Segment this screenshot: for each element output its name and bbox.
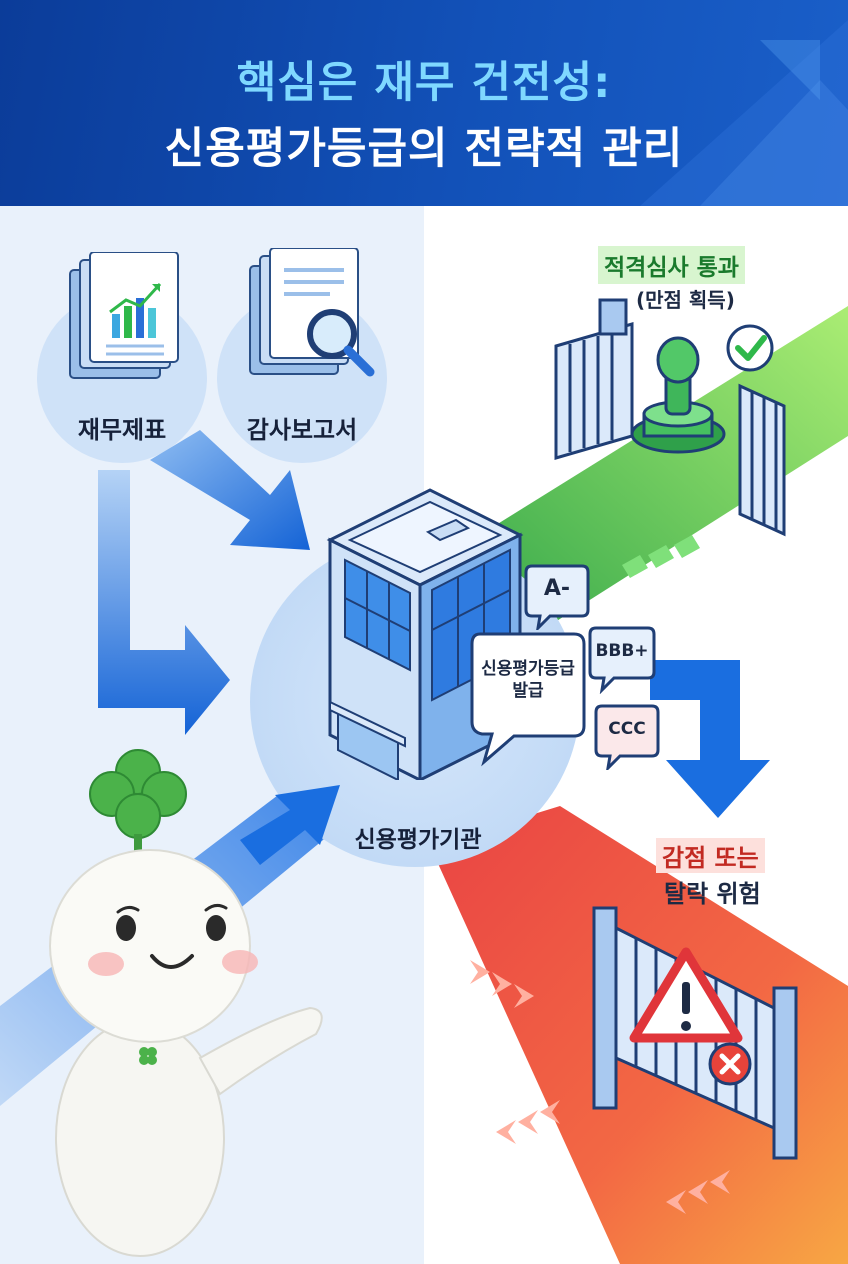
page-title-line1: 핵심은 재무 건전성: xyxy=(236,58,612,108)
rating-bbb-plus: BBB+ xyxy=(595,641,649,661)
audit-report-label: 감사보고서 xyxy=(246,416,358,444)
rating-issued-line1: 신용평가등급 xyxy=(481,659,575,679)
arrow-fs-to-agency xyxy=(98,470,230,735)
pass-subtitle: (만점 획득) xyxy=(636,288,735,312)
arrow-rating-to-fail xyxy=(650,660,770,818)
rating-bubble-ccc: CCC xyxy=(592,700,662,770)
audit-report-icon xyxy=(240,248,380,388)
fail-gate xyxy=(588,888,818,1168)
financial-statements-label: 재무제표 xyxy=(77,416,167,444)
credit-agency-label: 신용평가기관 xyxy=(354,827,482,853)
financial-statements-icon xyxy=(60,252,180,382)
rating-a-minus: A- xyxy=(543,576,571,601)
page-title-line2: 신용평가등급의 전략적 관리 xyxy=(164,124,684,174)
rating-issued-bubble: 신용평가등급 발급 xyxy=(462,622,592,772)
pass-gate xyxy=(548,296,798,546)
fail-chevrons xyxy=(470,960,730,1214)
header-decoration xyxy=(640,20,848,206)
rating-issued-line2: 발급 xyxy=(512,681,544,701)
clover-mascot xyxy=(40,738,330,1258)
rating-bubble-bbb-plus: BBB+ xyxy=(586,622,658,694)
rating-ccc: CCC xyxy=(608,719,646,739)
header-banner: 핵심은 재무 건전성: 신용평가등급의 전략적 관리 xyxy=(0,0,848,206)
fail-line1: 감점 또는 xyxy=(656,838,765,873)
pass-title: 적격심사 통과 xyxy=(598,246,745,284)
arrow-audit-to-agency xyxy=(150,430,310,550)
rating-bubble-a-minus: A- xyxy=(522,560,592,630)
arrow-mascot-to-agency xyxy=(240,785,340,865)
pass-chevrons xyxy=(622,535,700,578)
fail-line2: 탈락 위험 xyxy=(664,880,761,908)
